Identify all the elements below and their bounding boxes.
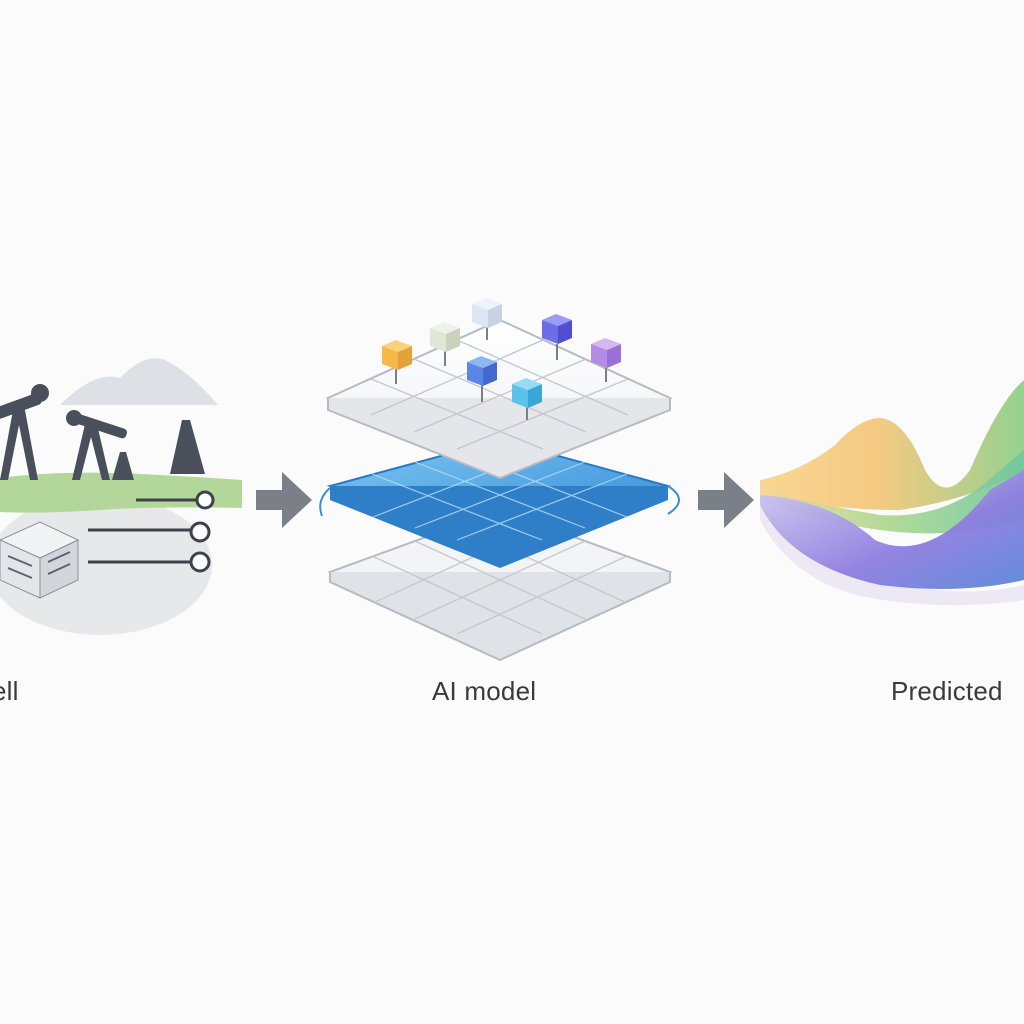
node-blue [467,356,497,402]
wave-back [760,380,1024,510]
step-label-model: AI model [432,676,537,706]
connector-lines [88,490,215,573]
arrow-right-icon [256,472,312,528]
node-violet [591,338,621,382]
layer-bottom [327,508,673,662]
data-cube-icon [0,521,80,599]
node-orange [382,340,412,384]
layered-network-icon [319,298,680,662]
grass-strip [0,472,242,513]
node-cyan [512,378,542,420]
oil-field-illustration [0,358,242,635]
arrow-right-icon [698,472,754,528]
wave-chart-icon [760,380,1024,606]
node-sage [430,322,460,366]
mountain-shape [60,358,218,405]
node-indigo [542,314,572,360]
wave-front [760,470,1024,589]
wave-shadow [760,500,1024,606]
layer-top [325,318,673,480]
oil-pumpjack-icon [0,384,205,480]
step-label-source: ell [0,676,19,706]
layer-middle [319,438,680,568]
step-label-output: Predicted [891,676,1003,706]
node-cubes [382,298,621,420]
node-light [472,298,502,340]
